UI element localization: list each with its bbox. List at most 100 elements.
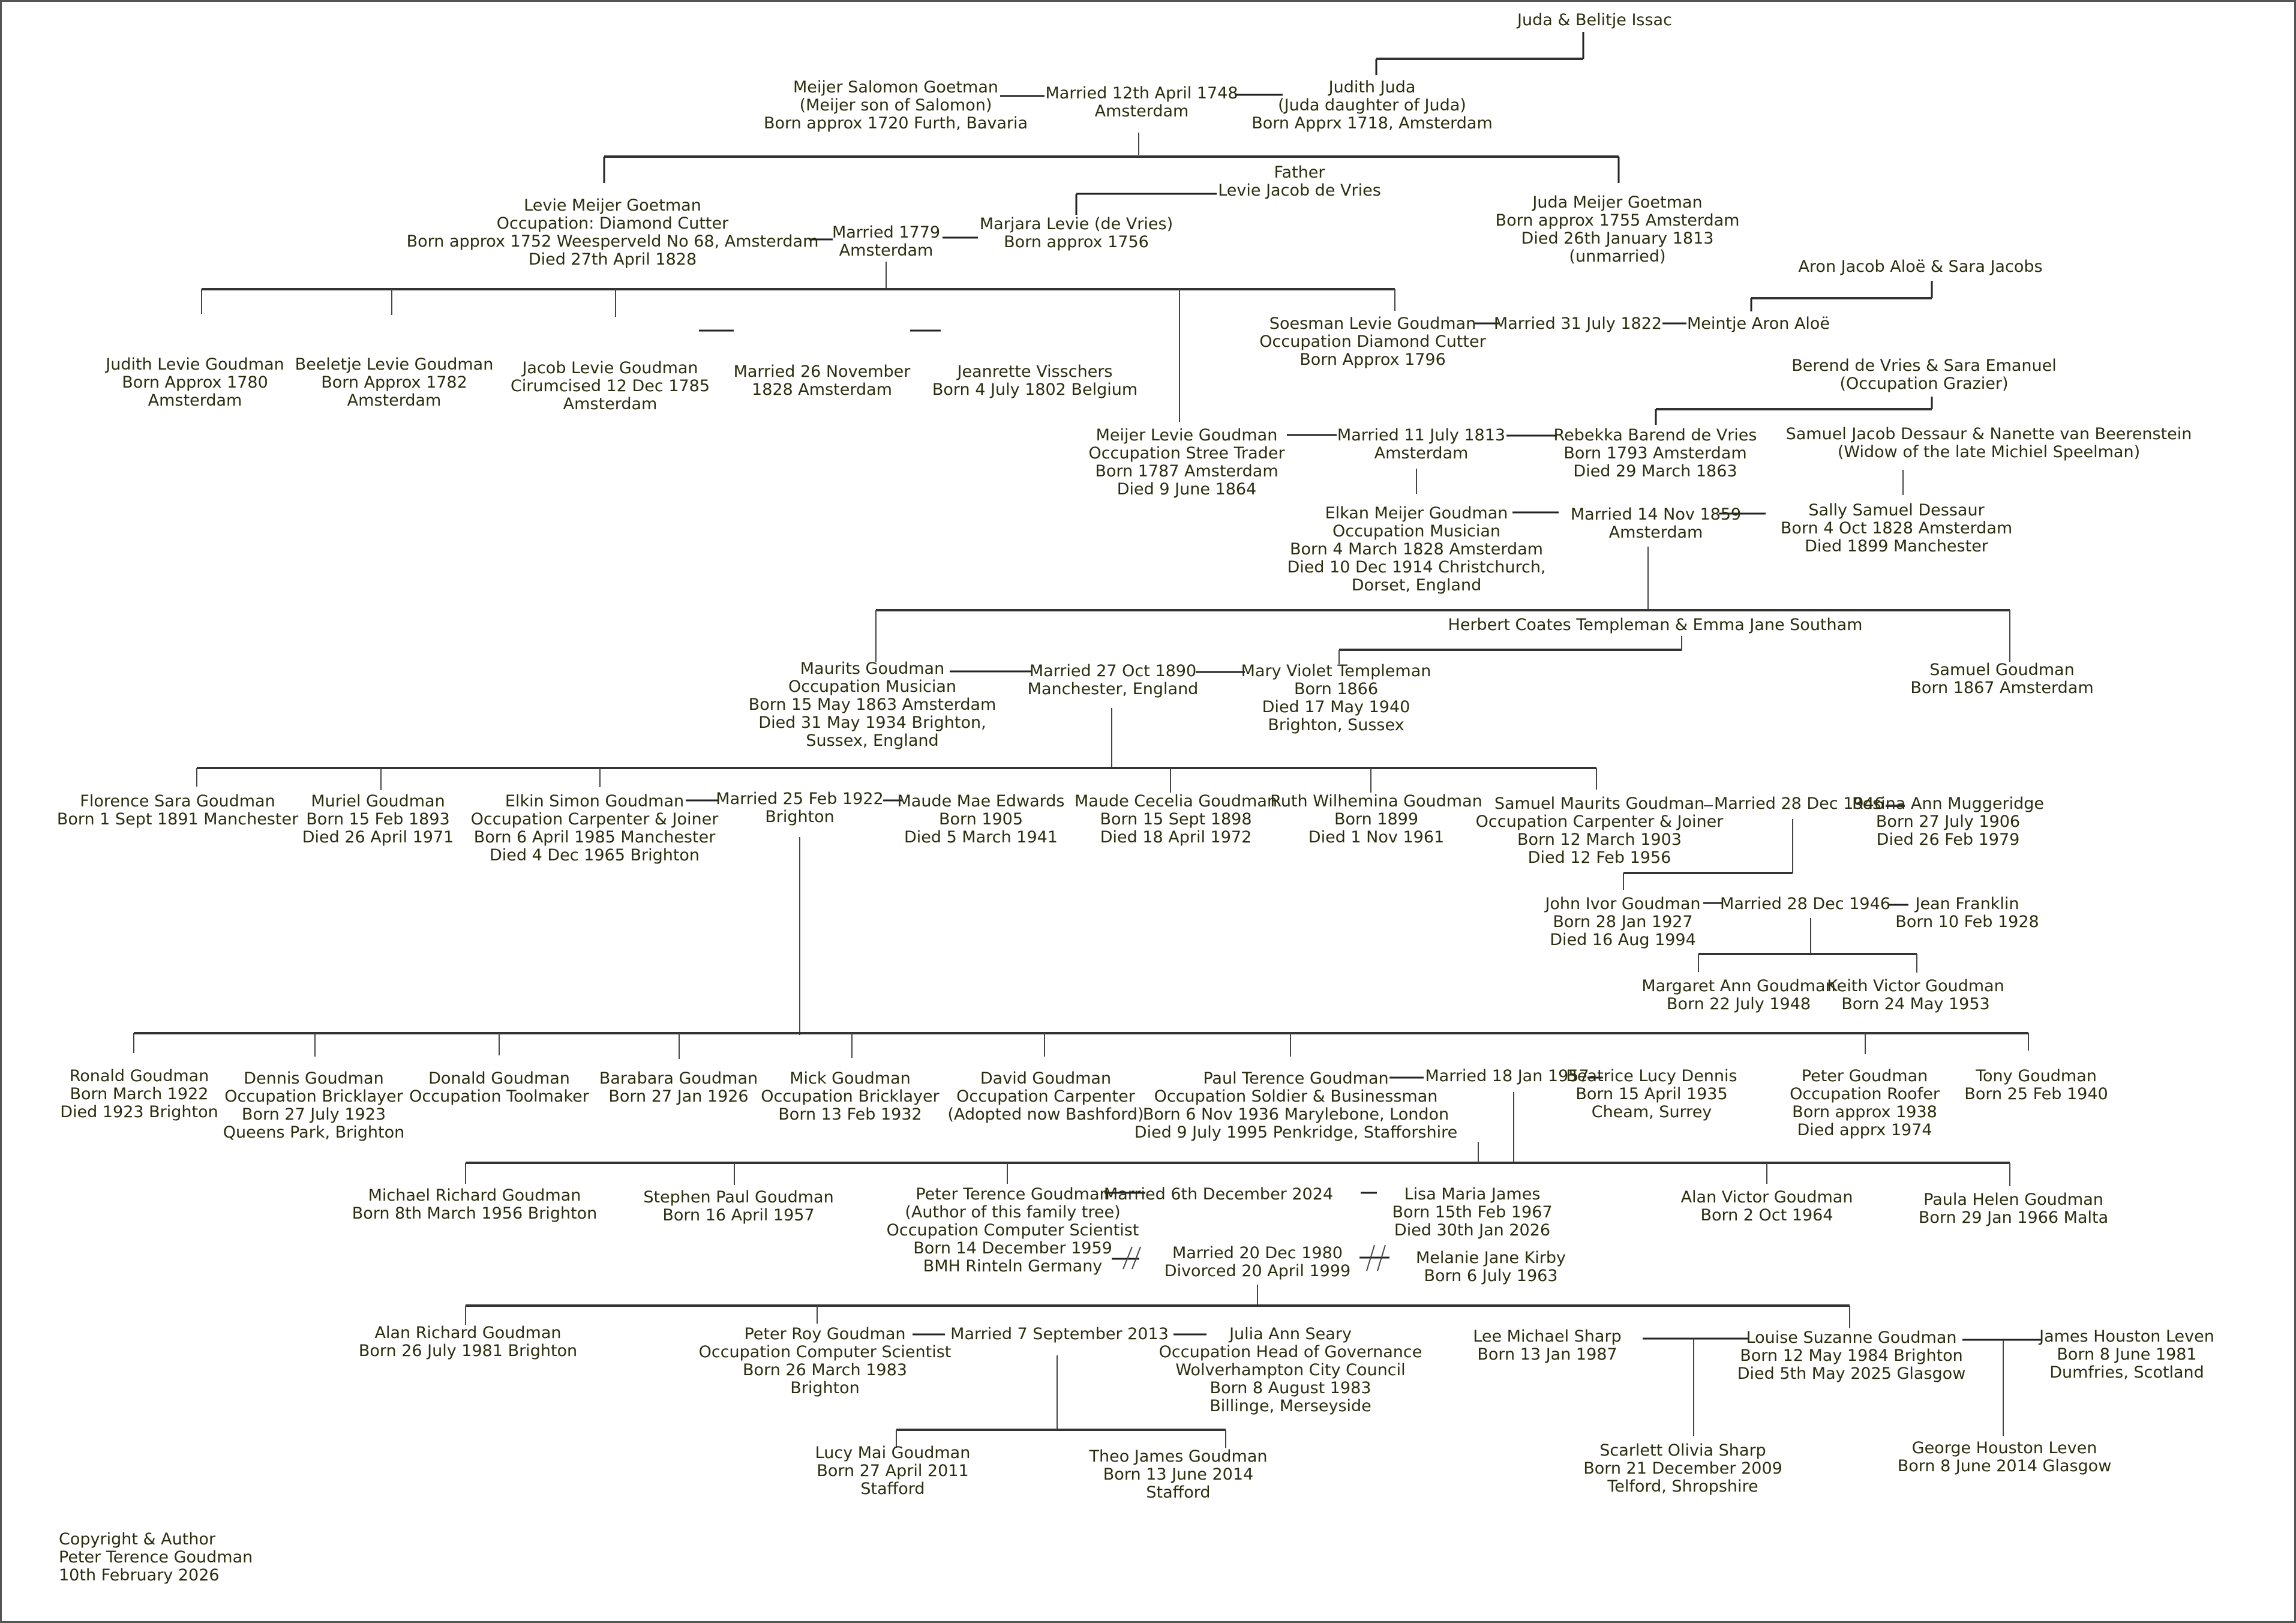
- person-name: Rebekka Barend de Vries: [1553, 426, 1757, 445]
- marriage-date: Married 25 Feb 1922: [716, 790, 884, 808]
- person-name: Paul Terence Goudman: [1203, 1069, 1389, 1088]
- person-name: Mick Goudman: [790, 1069, 911, 1088]
- person-detail: Born March 1922: [70, 1085, 209, 1103]
- person-name: Margaret Ann Goudman: [1641, 977, 1836, 995]
- person-detail: Died 16 Aug 1994: [1550, 931, 1696, 949]
- person-name: Ronald Goudman: [69, 1067, 209, 1085]
- person-detail: (Adopted now Bashford): [947, 1105, 1144, 1124]
- person-name: Samuel Jacob Dessaur & Nanette van Beere…: [1785, 425, 2192, 443]
- person-detail: Telford, Shropshire: [1607, 1477, 1758, 1496]
- person-detail: Occupation Head of Governance: [1158, 1343, 1422, 1361]
- person-detail: Died 31 May 1934 Brighton,: [758, 713, 986, 732]
- person-detail: Cheam, Surrey: [1591, 1103, 1712, 1121]
- person-detail: Born 27 July 1923: [241, 1105, 386, 1124]
- person-name: Donald Goudman: [428, 1069, 570, 1088]
- person-name: Jeanrette Visschers: [957, 362, 1113, 381]
- person-detail: Born 12 March 1903: [1517, 830, 1682, 849]
- person-detail: Died 10 Dec 1914 Christchurch,: [1287, 558, 1546, 577]
- person-detail: Died 26 April 1971: [302, 828, 454, 847]
- person-detail: Born 14 December 1959: [913, 1239, 1112, 1258]
- person-detail: Stafford: [1146, 1483, 1211, 1502]
- person-name: Meintje Aron Aloë: [1686, 314, 1830, 333]
- person-detail: Born 13 Jan 1987: [1477, 1345, 1617, 1364]
- person-detail: Born Approx 1780: [122, 373, 268, 392]
- person-detail: (Author of this family tree): [905, 1203, 1121, 1222]
- person-name: Berend de Vries & Sara Emanuel: [1791, 356, 2057, 375]
- person-name: Muriel Goudman: [311, 792, 445, 811]
- person-detail: Born 24 May 1953: [1841, 995, 1990, 1013]
- person-detail: Brighton: [765, 808, 835, 826]
- person-node: Samuel Jacob Dessaur & Nanette van Beere…: [1786, 425, 2192, 461]
- person-detail: Born approx 1755 Amsterdam: [1495, 211, 1740, 230]
- marriage-date: Married 1779: [832, 223, 941, 242]
- person-name: Alan Victor Goudman: [1680, 1188, 1853, 1207]
- person-name: Lisa Maria James: [1404, 1185, 1541, 1204]
- marriage-date: Married 11 July 1813: [1337, 426, 1506, 445]
- marriage-date: Married 18 Jan 1957: [1425, 1067, 1589, 1085]
- person-detail: Queens Park, Brighton: [223, 1123, 405, 1142]
- person-name: James Houston Leven: [2039, 1327, 2214, 1346]
- person-detail: Born 28 Jan 1927: [1553, 913, 1693, 931]
- person-name: Julia Ann Seary: [1229, 1325, 1352, 1343]
- person-detail: Born 1866: [1293, 680, 1379, 698]
- person-detail: Born 10 Feb 1928: [1895, 913, 2039, 931]
- person-name: Levie Meijer Goetman: [524, 196, 701, 215]
- marriage-label: Married 18 Jan 1957: [1425, 1067, 1589, 1085]
- person-name: Theo James Goudman: [1089, 1447, 1268, 1466]
- person-name: Alan Richard Goudman: [374, 1324, 562, 1342]
- marriage-label: Married 7 September 2013: [950, 1325, 1169, 1343]
- person-detail: Levie Jacob de Vries: [1218, 181, 1381, 200]
- person-detail: Born 4 Oct 1828 Amsterdam: [1780, 519, 2013, 538]
- person-detail: Occupation Computer Scientist: [698, 1343, 952, 1361]
- person-node: Herbert Coates Templeman & Emma Jane Sou…: [1448, 616, 1863, 634]
- person-name: Elkin Simon Goudman: [505, 792, 685, 811]
- person-detail: Occupation: Diamond Cutter: [496, 214, 729, 233]
- person-detail: Divorced 20 April 1999: [1164, 1262, 1351, 1280]
- marriage-date: Married 31 July 1822: [1493, 314, 1662, 333]
- person-detail: Dorset, England: [1351, 576, 1482, 595]
- person-detail: Occupation Diamond Cutter: [1259, 332, 1486, 351]
- person-name: Samuel Goudman: [1929, 661, 2075, 679]
- person-name: Father: [1274, 163, 1325, 182]
- marriage-label: Married 28 Dec 1946: [1720, 895, 1890, 913]
- person-detail: Born 15 May 1863 Amsterdam: [748, 695, 997, 714]
- person-detail: BMH Rinteln Germany: [923, 1257, 1103, 1276]
- person-detail: Sussex, England: [806, 731, 939, 750]
- person-detail: Born 15 Feb 1893: [306, 810, 450, 829]
- person-detail: Occupation Carpenter & Joiner: [1475, 812, 1724, 831]
- person-detail: Died 1 Nov 1961: [1308, 828, 1445, 847]
- person-name: Juda & Belitje Issac: [1517, 11, 1672, 29]
- person-detail: Amsterdam: [1094, 102, 1189, 121]
- person-name: Keith Victor Goudman: [1827, 977, 2004, 995]
- person-name: Meijer Levie Goudman: [1096, 426, 1278, 445]
- person-detail: Occupation Carpenter: [956, 1087, 1135, 1106]
